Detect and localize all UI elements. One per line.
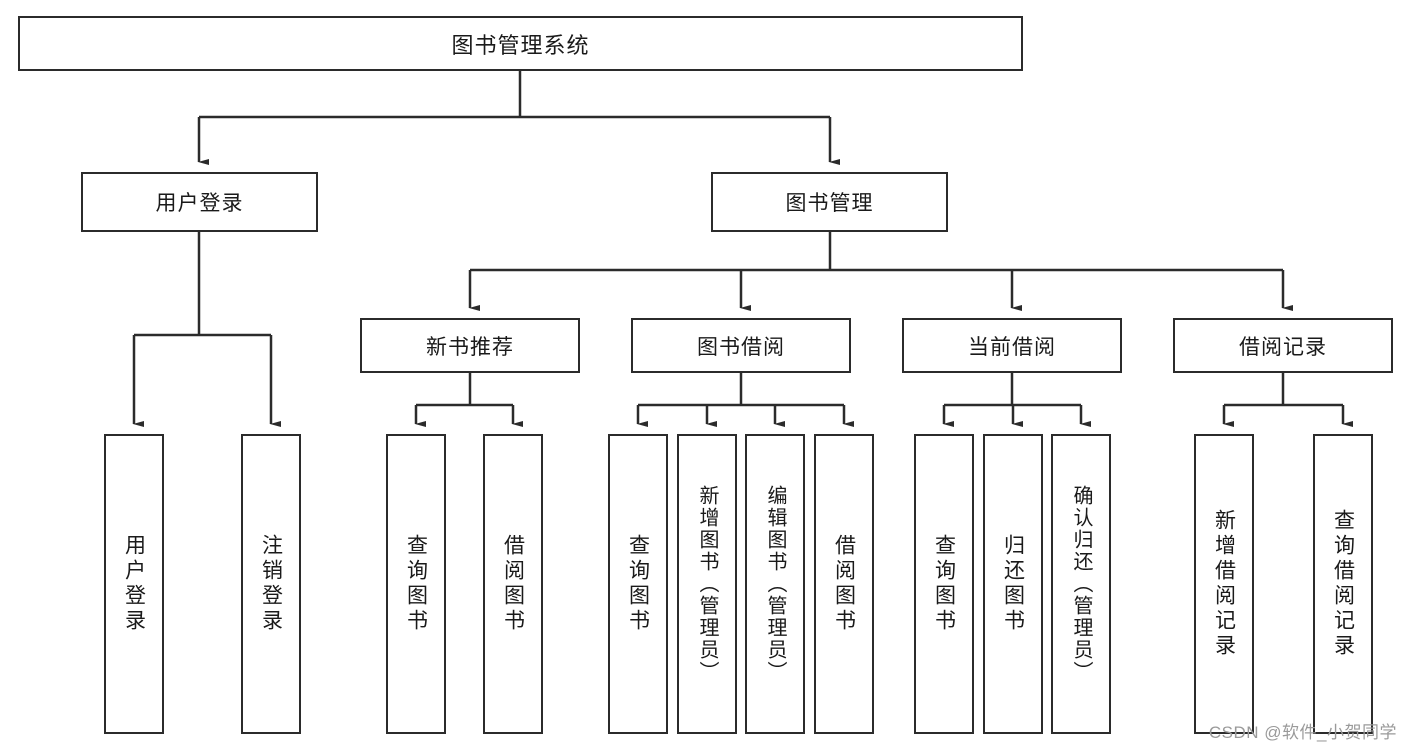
node-label: 查询借阅记录 [1331, 509, 1355, 659]
node-label: 图书借阅 [697, 335, 785, 359]
node-leaf-query-book-current[interactable]: 查询图书 [914, 434, 974, 734]
node-leaf-borrow-book[interactable]: 借阅图书 [814, 434, 874, 734]
node-label: 归还图书 [1001, 534, 1025, 634]
node-leaf-query-book-borrow[interactable]: 查询图书 [608, 434, 668, 734]
node-book-borrow[interactable]: 图书借阅 [631, 318, 851, 373]
watermark: CSDN @软件_小贺同学 [1208, 723, 1397, 742]
node-leaf-query-book-rec[interactable]: 查询图书 [386, 434, 446, 734]
node-leaf-user-login[interactable]: 用户登录 [104, 434, 164, 734]
node-leaf-edit-book-admin[interactable]: 编辑图书（管理员） [745, 434, 805, 734]
node-book-manage[interactable]: 图书管理 [711, 172, 948, 232]
node-leaf-query-borrow-record[interactable]: 查询借阅记录 [1313, 434, 1373, 734]
node-user-login[interactable]: 用户登录 [81, 172, 318, 232]
node-label: 借阅图书 [832, 534, 856, 634]
node-root[interactable]: 图书管理系统 [18, 16, 1023, 71]
node-label: 图书管理系统 [451, 32, 590, 58]
node-leaf-borrow-book-rec[interactable]: 借阅图书 [483, 434, 543, 734]
node-label: 新书推荐 [426, 335, 514, 359]
node-label: 新增图书（管理员） [696, 485, 718, 683]
node-label: 查询图书 [404, 534, 428, 634]
node-label: 用户登录 [155, 192, 244, 215]
node-label: 借阅记录 [1239, 335, 1327, 359]
node-leaf-logout[interactable]: 注销登录 [241, 434, 301, 734]
node-leaf-confirm-return-admin[interactable]: 确认归还（管理员） [1051, 434, 1111, 734]
node-leaf-add-borrow-record[interactable]: 新增借阅记录 [1194, 434, 1254, 734]
node-label: 当前借阅 [968, 335, 1056, 359]
node-label: 编辑图书（管理员） [764, 485, 786, 683]
node-label: 借阅图书 [501, 534, 525, 634]
node-label: 确认归还（管理员） [1070, 485, 1092, 683]
node-label: 查询图书 [626, 534, 650, 634]
node-label: 用户登录 [122, 534, 146, 634]
node-label: 图书管理 [785, 192, 874, 215]
node-new-book-recommend[interactable]: 新书推荐 [360, 318, 580, 373]
node-label: 查询图书 [932, 534, 956, 634]
node-label: 新增借阅记录 [1212, 509, 1236, 659]
node-label: 注销登录 [259, 534, 283, 634]
node-leaf-return-book[interactable]: 归还图书 [983, 434, 1043, 734]
node-borrow-record[interactable]: 借阅记录 [1173, 318, 1393, 373]
node-leaf-add-book-admin[interactable]: 新增图书（管理员） [677, 434, 737, 734]
node-current-borrow[interactable]: 当前借阅 [902, 318, 1122, 373]
